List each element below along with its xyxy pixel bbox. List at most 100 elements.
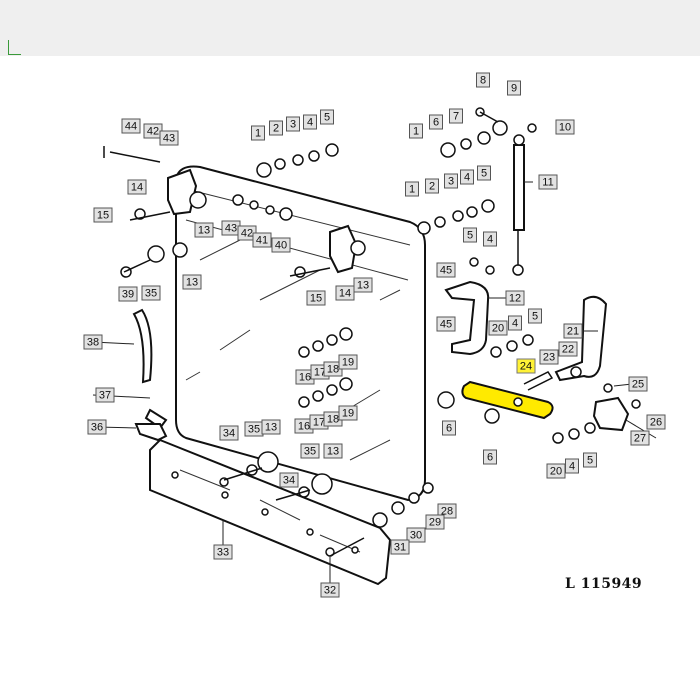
- callout-27: 27: [630, 430, 650, 446]
- callout-number: 5: [467, 230, 473, 242]
- callout-number: 13: [327, 446, 339, 458]
- callout-number: 6: [433, 117, 439, 129]
- callout-box: [323, 443, 343, 459]
- callout-16: 16: [295, 369, 315, 385]
- callout-box: [628, 376, 648, 392]
- callout-34: 34: [279, 472, 299, 488]
- callout-box: [219, 425, 239, 441]
- callout-number: 31: [394, 542, 406, 554]
- callout-37: 37: [95, 387, 115, 403]
- hardware-row-top-right: [440, 107, 537, 158]
- callout-number: 14: [339, 288, 351, 300]
- callout-number: 42: [147, 126, 159, 138]
- callout-box: [353, 277, 373, 293]
- callout-box: [476, 72, 490, 88]
- callout-5: 5: [463, 227, 477, 243]
- callout-14: 14: [335, 285, 355, 301]
- callout-number: 4: [307, 117, 313, 129]
- callout-42: 42: [237, 225, 257, 241]
- callout-20: 20: [488, 320, 508, 336]
- callout-16: 16: [294, 418, 314, 434]
- callout-number: 18: [327, 414, 339, 426]
- callout-box: [306, 290, 326, 306]
- callout-43: 43: [159, 130, 179, 146]
- callout-10: 10: [555, 119, 575, 135]
- callout-number: 3: [290, 119, 296, 131]
- callout-30: 30: [406, 527, 426, 543]
- callout-box: [425, 178, 439, 194]
- callout-34: 34: [219, 425, 239, 441]
- callout-number: 36: [91, 422, 103, 434]
- callout-1: 1: [251, 125, 265, 141]
- callout-13: 13: [194, 222, 214, 238]
- callout-14: 14: [127, 179, 147, 195]
- callout-number: 34: [283, 475, 295, 487]
- callout-box: [182, 274, 202, 290]
- callout-number: 4: [487, 234, 493, 246]
- callout-6: 6: [483, 449, 497, 465]
- callout-number: 35: [248, 424, 260, 436]
- callout-box: [442, 420, 456, 436]
- callout-24: 24: [516, 358, 536, 374]
- callout-box: [558, 341, 578, 357]
- hardware-row-top: [256, 143, 339, 178]
- hardware-row-center: [294, 240, 366, 408]
- callout-box: [449, 108, 463, 124]
- callout-13: 13: [261, 419, 281, 435]
- callout-number: 8: [480, 75, 486, 87]
- callout-box: [279, 472, 299, 488]
- callout-number: 15: [310, 293, 322, 305]
- callout-box: [390, 539, 410, 555]
- callout-number: 34: [223, 428, 235, 440]
- callout-number: 2: [429, 181, 435, 193]
- callout-43: 43: [221, 220, 241, 236]
- callout-42: 42: [143, 123, 163, 139]
- callout-box: [303, 114, 317, 130]
- callout-box: [320, 582, 340, 598]
- callout-box: [508, 315, 522, 331]
- callout-38: 38: [83, 334, 103, 350]
- callout-box: [159, 130, 179, 146]
- callout-box: [252, 232, 272, 248]
- hinge-36: [134, 423, 168, 442]
- callout-number: 27: [634, 433, 646, 445]
- callout-13: 13: [182, 274, 202, 290]
- callout-number: 39: [122, 289, 134, 301]
- callout-box: [269, 120, 283, 136]
- callout-number: 5: [324, 112, 330, 124]
- hardware-row-lower: [219, 451, 434, 557]
- callout-number: 23: [543, 352, 555, 364]
- callout-number: 13: [198, 225, 210, 237]
- callout-box: [300, 443, 320, 459]
- callout-6: 6: [429, 114, 443, 130]
- callout-box: [425, 514, 445, 530]
- callout-11: 11: [538, 174, 558, 190]
- hinge-14-center: [329, 224, 358, 274]
- callout-box: [95, 387, 115, 403]
- callout-19: 19: [338, 354, 358, 370]
- callout-12: 12: [505, 290, 525, 306]
- callout-box: [87, 419, 107, 435]
- callout-number: 19: [342, 357, 354, 369]
- callout-box: [194, 222, 214, 238]
- callout-number: 20: [550, 466, 562, 478]
- callout-box: [538, 174, 558, 190]
- callout-number: 16: [299, 372, 311, 384]
- callout-box: [271, 237, 291, 253]
- callout-box: [213, 544, 233, 560]
- callout-number: 15: [97, 210, 109, 222]
- callout-number: 7: [453, 111, 459, 123]
- handle-12: [444, 280, 490, 356]
- callout-box: [555, 119, 575, 135]
- callout-number: 4: [464, 172, 470, 184]
- callout-44: 44: [121, 118, 141, 134]
- callout-3: 3: [444, 173, 458, 189]
- callout-32: 32: [320, 582, 340, 598]
- callout-9: 9: [507, 80, 521, 96]
- hardware-row-right: [437, 334, 641, 444]
- callout-box: [483, 231, 497, 247]
- hardware-row-mid-right: [417, 199, 495, 275]
- callout-number: 5: [587, 455, 593, 467]
- callout-5: 5: [477, 165, 491, 181]
